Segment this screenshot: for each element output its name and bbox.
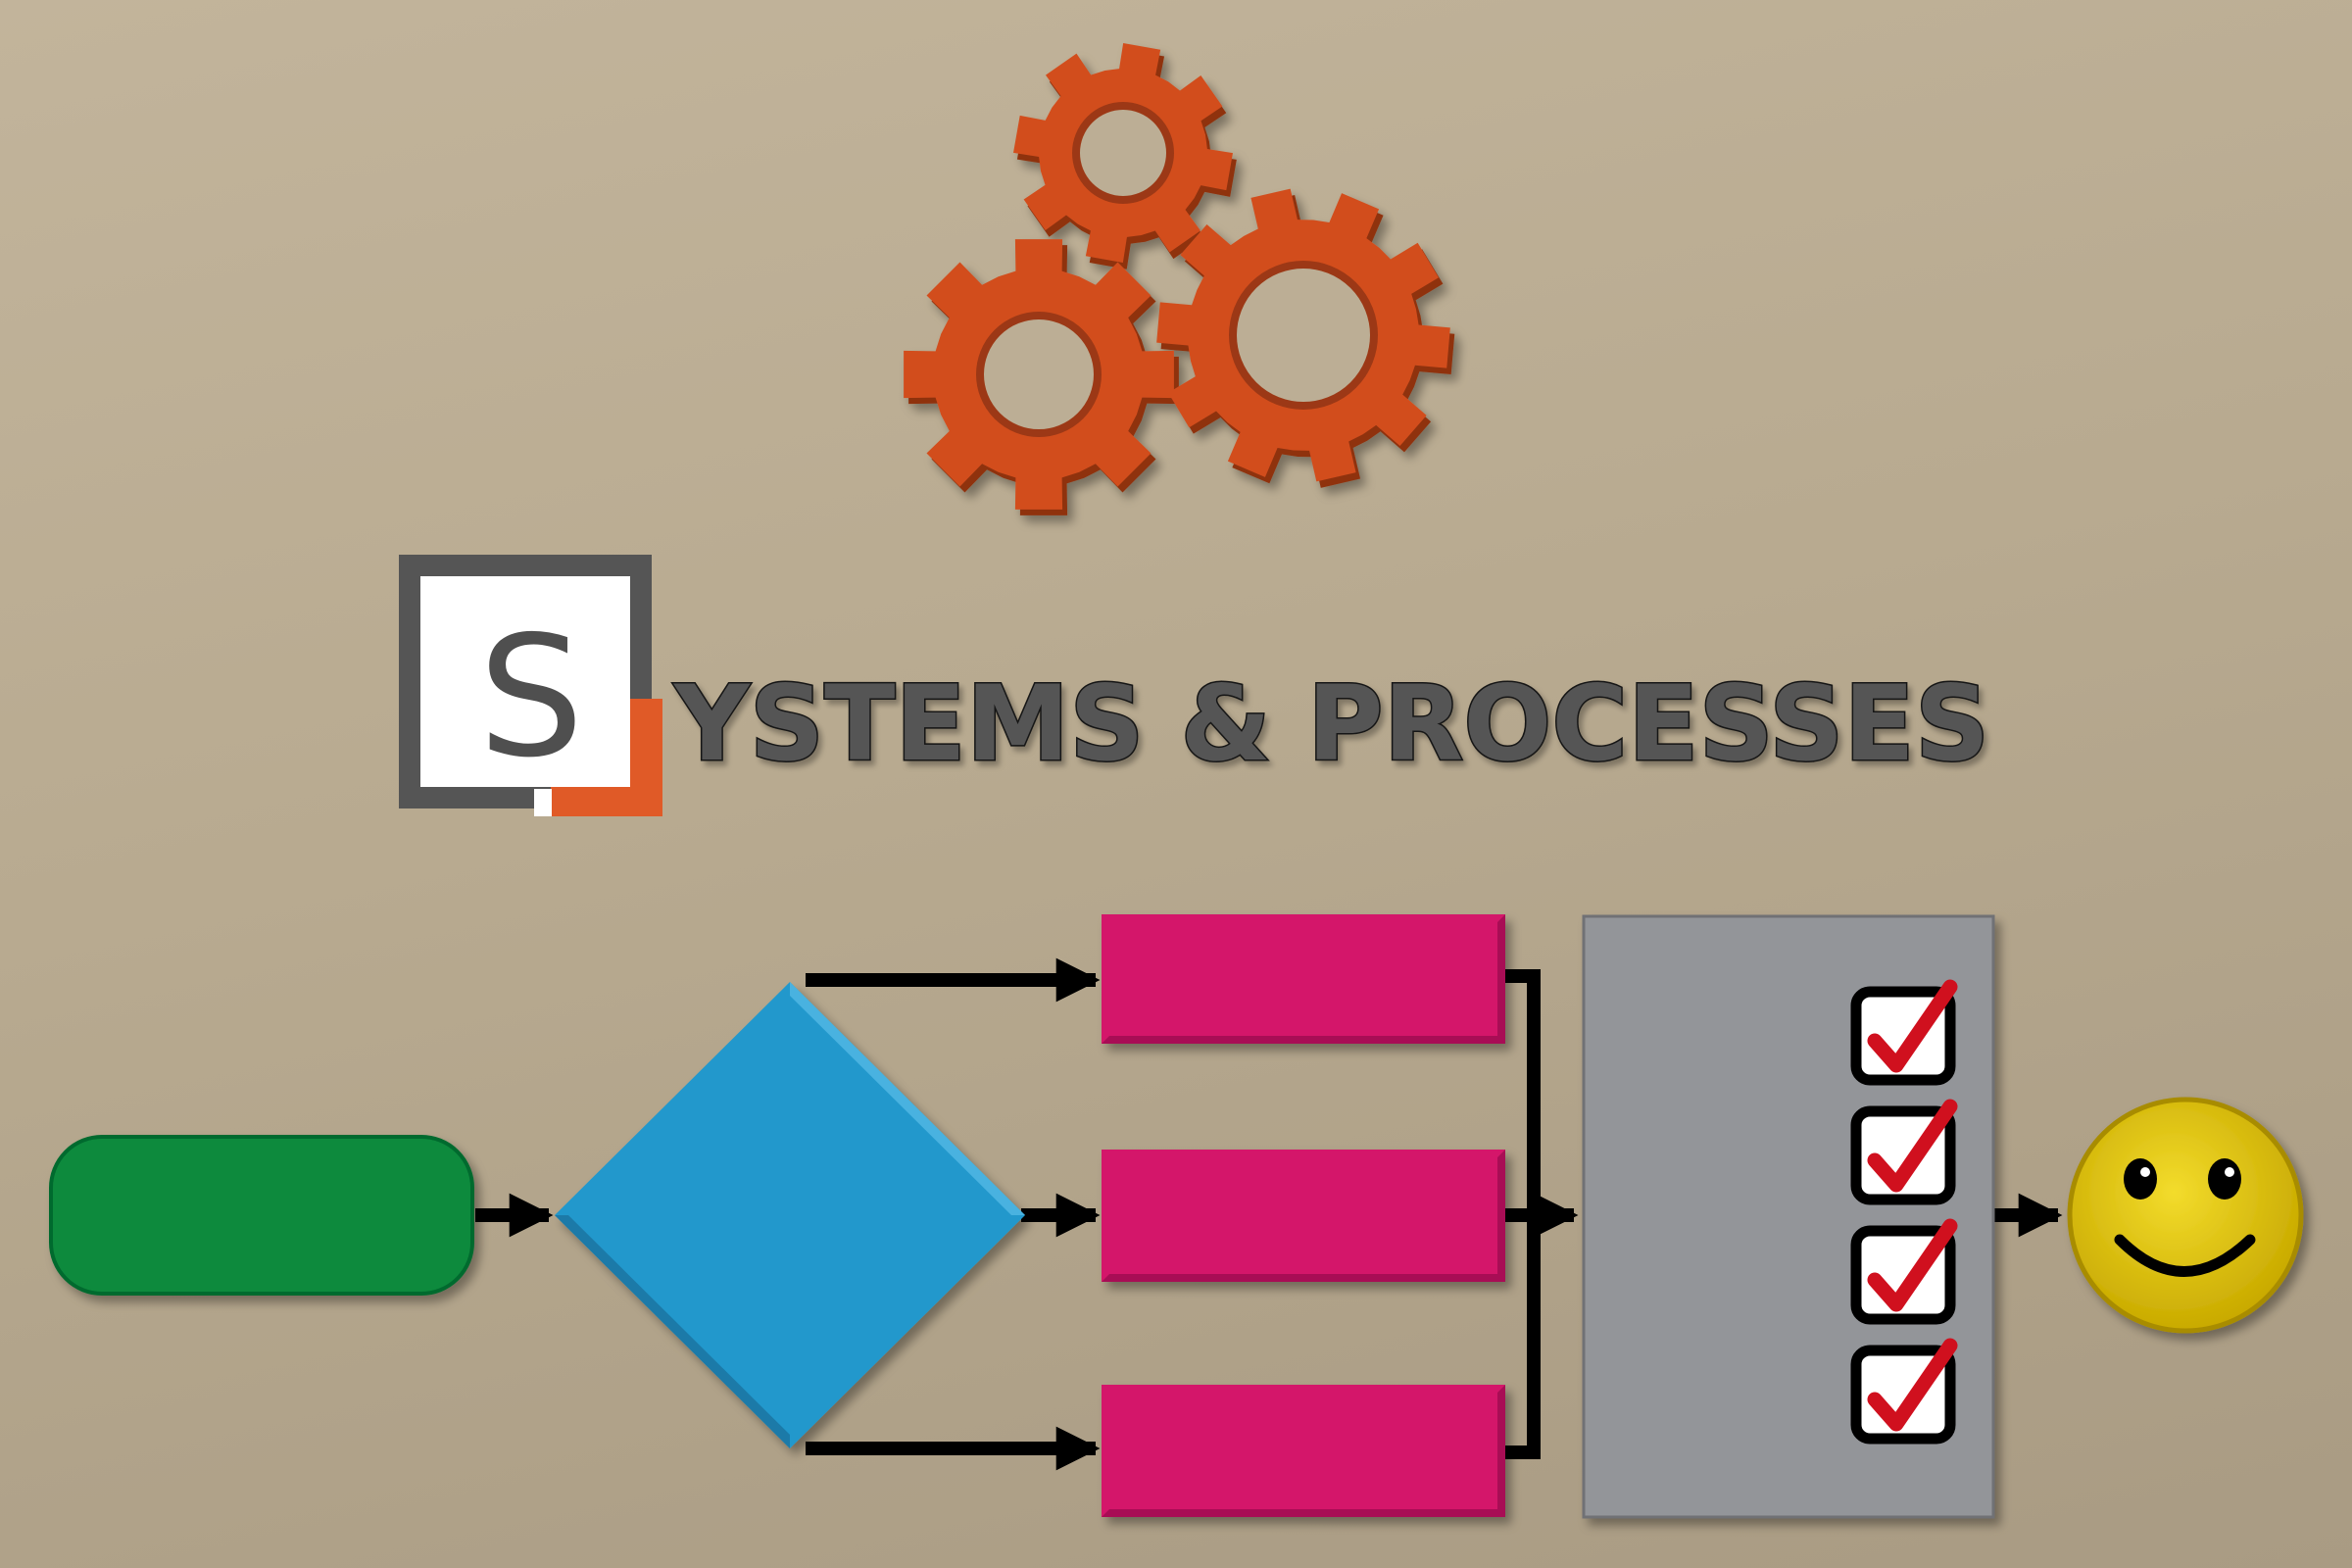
gears-icon: [904, 43, 1455, 515]
gear-hole: [1072, 102, 1174, 204]
flow-connectors: [475, 957, 2063, 1471]
logo-accent-gap: [534, 789, 552, 816]
smiley-left-eye: [2124, 1158, 2157, 1200]
checklist: [1850, 979, 1958, 1445]
checkbox-icon: [1850, 1338, 1958, 1445]
process-boxes: [1102, 914, 1505, 1517]
title-logo: S: [399, 555, 662, 816]
checkmark-icon: [1867, 1099, 1958, 1193]
process-box-3: [1102, 1385, 1505, 1517]
smiley-mouth: [2114, 1234, 2256, 1277]
smiley-right-eye: [2208, 1158, 2241, 1200]
decision-diamond: [555, 982, 1025, 1448]
checkmark-icon: [1867, 979, 1958, 1073]
start-terminator: [49, 1135, 474, 1296]
checkbox-icon: [1850, 979, 1958, 1086]
gear-hole: [1229, 261, 1378, 410]
logo-inner-white: [420, 576, 630, 787]
gear-hole: [976, 312, 1102, 437]
checkbox-icon: [1850, 1099, 1958, 1205]
process-box-2: [1102, 1150, 1505, 1282]
gear-small-icon: [1013, 43, 1237, 270]
gear-large-icon: [1156, 188, 1455, 488]
logo-letter: S: [478, 601, 584, 795]
page-title: YSTEMS & PROCESSES: [672, 663, 1989, 784]
checkmark-icon: [1867, 1338, 1958, 1432]
checkbox-icon: [1850, 1218, 1958, 1325]
smiley-face-icon: [2067, 1097, 2304, 1334]
process-box-1: [1102, 914, 1505, 1044]
gear-small-icon: [904, 239, 1179, 515]
checkmark-icon: [1867, 1218, 1958, 1312]
